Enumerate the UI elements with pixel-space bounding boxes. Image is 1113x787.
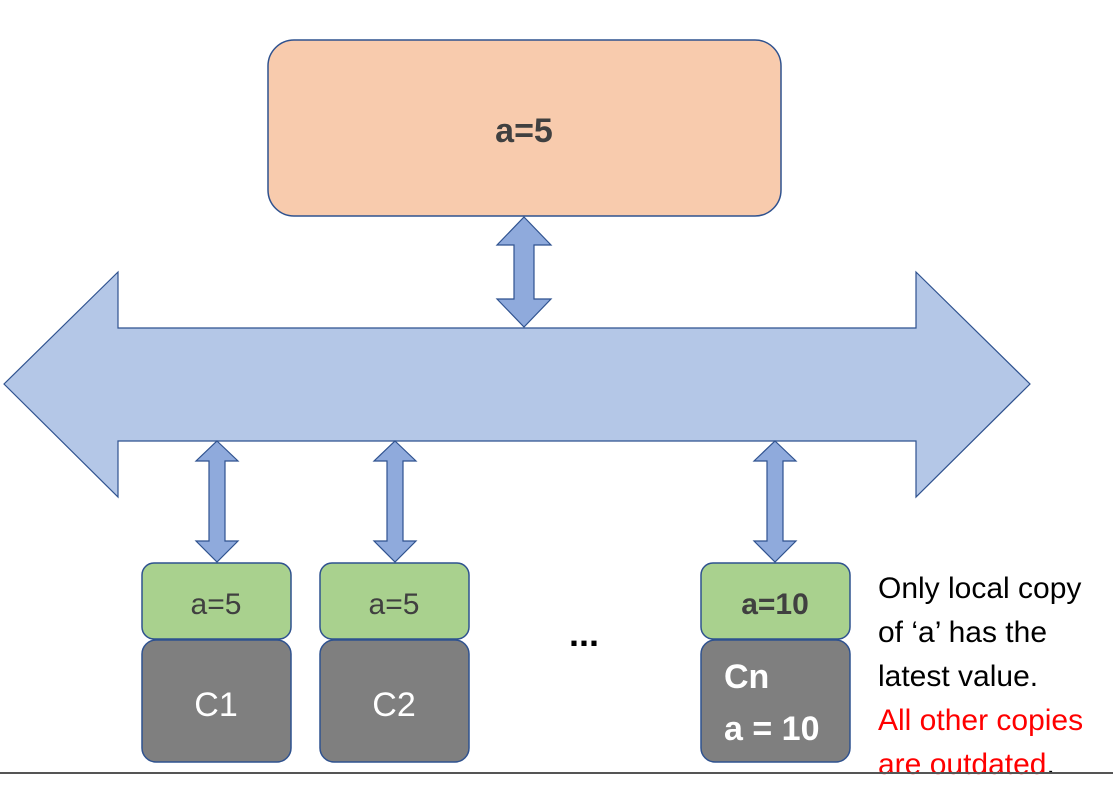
cache-cn-value-box — [700, 562, 851, 640]
core-c1-label: C1 — [194, 686, 237, 724]
core-cn-box — [700, 639, 851, 763]
note-outdated-line-2: are outdated — [878, 748, 1047, 781]
note-line-2: of ‘a’ has the — [878, 616, 1047, 649]
bus-c1-link-arrow — [194, 440, 240, 563]
core-cn-local-value: a = 10 — [724, 710, 819, 748]
main-memory-label: a=5 — [495, 112, 553, 150]
note-outdated-line-2-wrap: are outdated. — [878, 743, 1113, 787]
bus-arrow — [3, 270, 1031, 499]
note-line-3: latest value. — [878, 660, 1039, 693]
cache-c1-value-box — [141, 562, 292, 640]
bus-cn-link-arrow — [752, 440, 798, 563]
cache-cn-value: a=10 — [741, 588, 809, 621]
cache-c2-value: a=5 — [369, 588, 420, 621]
note-end-punct: . — [1046, 748, 1055, 781]
core-c2-box — [319, 639, 470, 763]
core-c1-box — [141, 639, 292, 763]
coherence-note: Only local copy of ‘a’ has the latest va… — [878, 567, 1113, 787]
memory-bus-link-arrow — [495, 216, 553, 328]
main-memory-box — [267, 39, 782, 217]
slide-bottom-border — [0, 772, 1113, 774]
bus-c2-link-arrow — [372, 440, 418, 563]
cache-c2-value-box — [319, 562, 470, 640]
ellipsis: ... — [569, 613, 599, 654]
note-outdated-line-1: All other copies — [878, 704, 1084, 737]
core-c2-label: C2 — [372, 686, 415, 724]
note-line-1: Only local copy — [878, 572, 1082, 605]
core-cn-label: Cn — [724, 658, 769, 696]
cache-c1-value: a=5 — [191, 588, 242, 621]
